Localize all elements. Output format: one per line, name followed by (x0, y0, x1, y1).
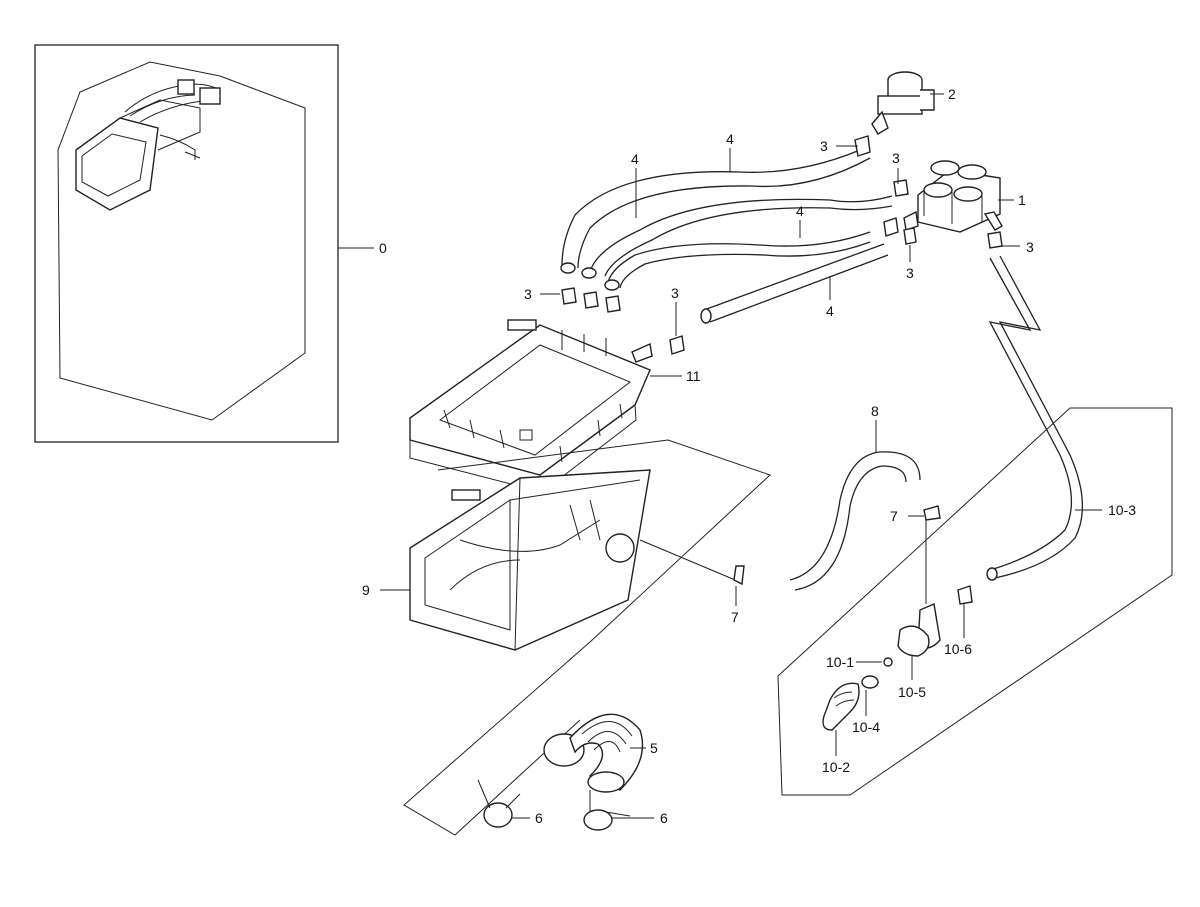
callout-3e: 3 (524, 286, 532, 302)
callout-10-5: 10-5 (898, 684, 926, 700)
inlet-hoses (560, 149, 893, 324)
callout-3d: 3 (1026, 239, 1034, 255)
callout-8: 8 (871, 403, 879, 419)
drain-hose (639, 451, 921, 591)
callout-1: 1 (1018, 192, 1026, 208)
spring-clamps (477, 779, 631, 831)
callout-4a: 4 (631, 151, 639, 167)
callout-6a: 6 (535, 810, 543, 826)
callout-2: 2 (948, 86, 956, 102)
callout-11: 11 (686, 368, 701, 384)
callout-10-2: 10-2 (822, 759, 850, 775)
callout-labels: 0 1 2 3 3 3 3 3 3 4 4 4 4 5 6 6 7 7 8 9 … (362, 86, 1136, 826)
assembly-10-panel (777, 407, 1173, 796)
assembly-box (34, 44, 339, 443)
drawer-parts-panel (403, 439, 771, 836)
assembly-thumbnail (75, 79, 221, 211)
callout-6b: 6 (660, 810, 668, 826)
callout-10-6: 10-6 (944, 641, 972, 657)
callout-0: 0 (379, 240, 387, 256)
callout-3c: 3 (906, 265, 914, 281)
callout-10-1: 10-1 (826, 654, 854, 670)
water-valve-single (871, 71, 935, 135)
hose-clips (733, 505, 941, 586)
callout-4b: 4 (726, 131, 734, 147)
dispenser-drawer (409, 469, 651, 651)
callout-7a: 7 (890, 508, 898, 524)
callout-3f: 3 (671, 285, 679, 301)
callout-3b: 3 (892, 150, 900, 166)
callout-9: 9 (362, 582, 370, 598)
water-valve-quad (903, 160, 1003, 233)
hose-10-3 (986, 255, 1084, 581)
callout-4d: 4 (826, 303, 834, 319)
assembly-10-parts (822, 520, 973, 731)
leader-lines (338, 93, 1102, 819)
callout-10-4: 10-4 (852, 719, 880, 735)
callout-10-3: 10-3 (1108, 502, 1136, 518)
bellows-hose (543, 713, 644, 793)
callout-3a: 3 (820, 138, 828, 154)
dispenser-housing (409, 319, 653, 493)
callout-5: 5 (650, 740, 658, 756)
callout-4c: 4 (796, 203, 804, 219)
callout-7b: 7 (731, 609, 739, 625)
